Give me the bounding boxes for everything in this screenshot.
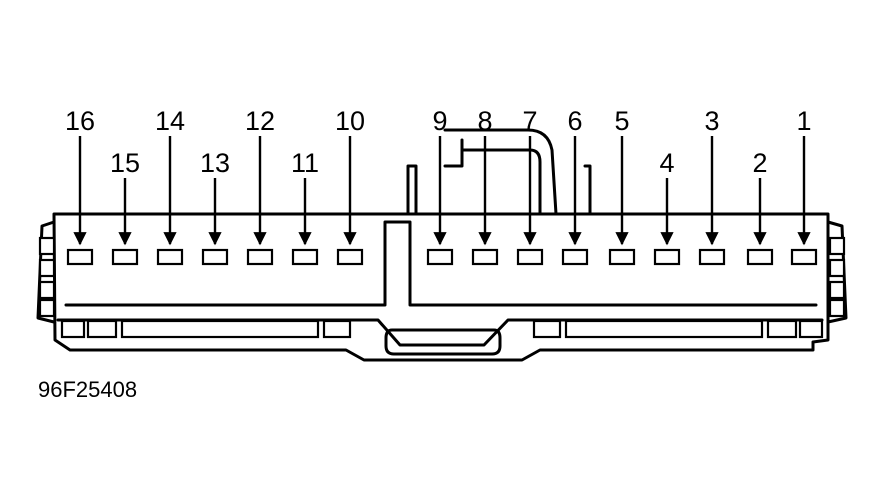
pin-label: 6 [567,106,582,136]
pin-label: 10 [335,106,365,136]
pin-label: 13 [200,148,230,178]
pin-label: 15 [110,148,140,178]
pin-cavity [790,248,818,266]
pin-cavity [561,248,589,266]
pin-cavity [111,248,139,266]
pin-cavity [746,248,774,266]
pin-cavity [698,248,726,266]
pin-label: 2 [752,148,767,178]
pin-label: 11 [291,148,319,178]
connector-body [36,128,848,362]
pin-cavity [156,248,184,266]
pin-cavity [291,248,319,266]
pin-label: 5 [614,106,629,136]
figure-id: 96F25408 [38,377,137,402]
pin-label: 12 [245,106,275,136]
pin-label: 16 [65,106,95,136]
pin-label: 3 [704,106,719,136]
pin-cavity [426,248,454,266]
pin-cavity [653,248,681,266]
pin-label: 7 [522,106,537,136]
pin-cavity [66,248,94,266]
pin-cavity [516,248,544,266]
pin-label: 1 [796,106,811,136]
pin-cavity [246,248,274,266]
pin-cavity [608,248,636,266]
pin-label: 8 [477,106,492,136]
pin-label: 9 [432,106,447,136]
pin-label: 14 [155,106,185,136]
pin-cavity [201,248,229,266]
pin-cavity [336,248,364,266]
pin-cavity [471,248,499,266]
pin-label: 4 [659,148,674,178]
